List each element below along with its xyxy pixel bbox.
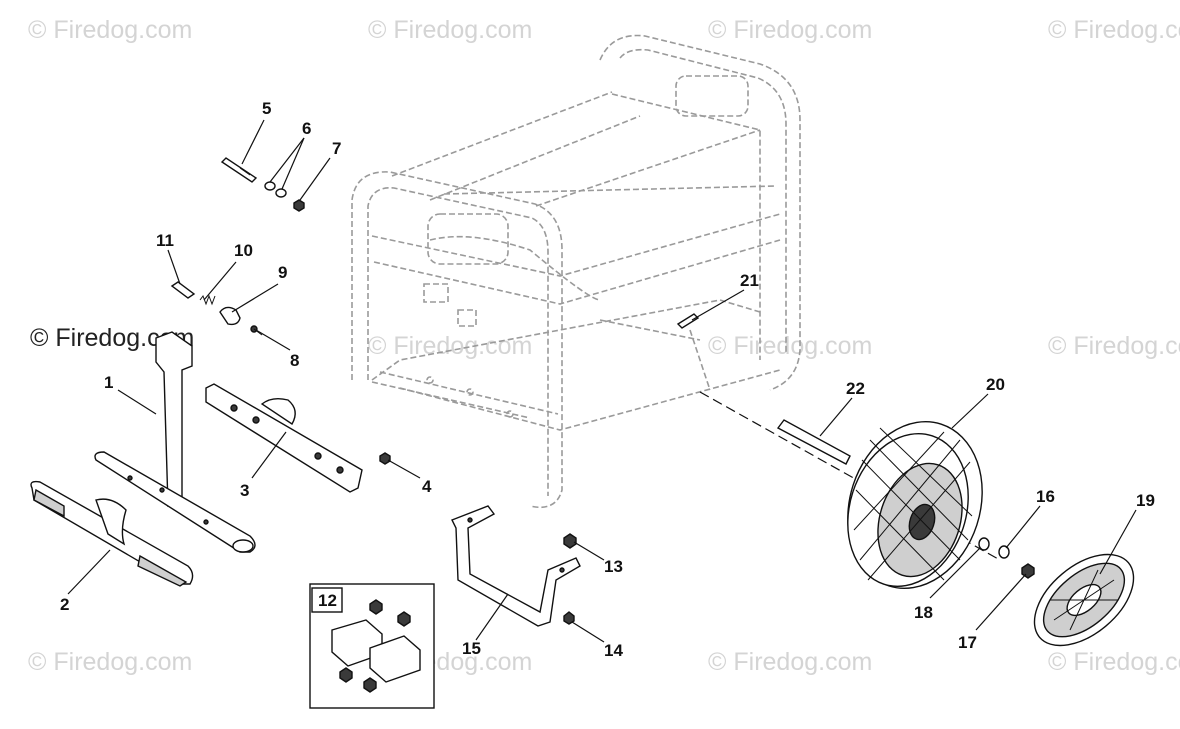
callout-7: 7 xyxy=(332,139,341,158)
part-11-pin xyxy=(170,281,196,299)
callout-14: 14 xyxy=(604,641,623,660)
part-2-grip xyxy=(30,480,194,587)
callout-18: 18 xyxy=(914,603,933,622)
watermark-top-right: © Firedog.com xyxy=(708,16,872,44)
part-4-screw xyxy=(379,452,391,465)
callout-1: 1 xyxy=(104,373,113,392)
part-16-washer xyxy=(998,545,1010,559)
callout-11: 11 xyxy=(156,231,174,250)
part-6-washers xyxy=(264,181,287,198)
part-3-handle xyxy=(205,383,363,493)
part-20-wheel xyxy=(847,421,983,589)
part-18-washer xyxy=(978,537,990,551)
callout-13: 13 xyxy=(604,557,623,576)
callout-4: 4 xyxy=(422,477,432,496)
callout-9: 9 xyxy=(278,263,287,282)
callout-5: 5 xyxy=(262,99,271,118)
watermark-bottom-left: © Firedog.com xyxy=(28,648,192,676)
generator-frame-outline xyxy=(351,34,801,509)
part-21-pin xyxy=(676,313,700,329)
callout-20: 20 xyxy=(986,375,1005,394)
callout-2: 2 xyxy=(60,595,69,614)
part-7-nut xyxy=(293,199,305,212)
part-12-kit xyxy=(309,583,435,709)
callout-21: 21 xyxy=(740,271,759,290)
watermark-mid-far-right: © Firedog.com xyxy=(1048,332,1180,360)
watermarks: © Firedog.com © Firedog.com © Firedog.co… xyxy=(28,16,1180,676)
part-15-bracket xyxy=(451,505,581,627)
watermark-mid-right: © Firedog.com xyxy=(708,332,872,360)
callout-numbers: 5 6 7 11 10 9 8 1 2 3 4 12 13 14 15 21 2… xyxy=(60,99,1155,660)
watermark-bottom-far-right: © Firedog.com xyxy=(1048,648,1180,676)
part-13-nut xyxy=(563,533,577,549)
part-1-stand xyxy=(94,331,256,553)
callout-12: 12 xyxy=(318,591,337,610)
part-14-bolt xyxy=(563,611,575,625)
watermark-top-left: © Firedog.com xyxy=(28,16,192,44)
callout-19: 19 xyxy=(1136,491,1155,510)
callout-17: 17 xyxy=(958,633,977,652)
callout-3: 3 xyxy=(240,481,249,500)
callout-16: 16 xyxy=(1036,487,1055,506)
callout-22: 22 xyxy=(846,379,865,398)
part-9-knob xyxy=(219,306,241,326)
watermark-mid-center: © Firedog.com xyxy=(368,332,532,360)
part-19-hubcap xyxy=(1033,553,1135,647)
leader-lines xyxy=(67,119,1137,643)
part-5-bolt xyxy=(220,157,258,183)
part-10-spring xyxy=(199,294,216,306)
callout-10: 10 xyxy=(234,241,253,260)
watermark-bottom-right: © Firedog.com xyxy=(708,648,872,676)
part-8-screw xyxy=(250,325,263,336)
callout-15: 15 xyxy=(462,639,481,658)
callout-6: 6 xyxy=(302,119,311,138)
watermark-top-center: © Firedog.com xyxy=(368,16,532,44)
callout-8: 8 xyxy=(290,351,299,370)
watermark-top-far-right: © Firedog.com xyxy=(1048,16,1180,44)
